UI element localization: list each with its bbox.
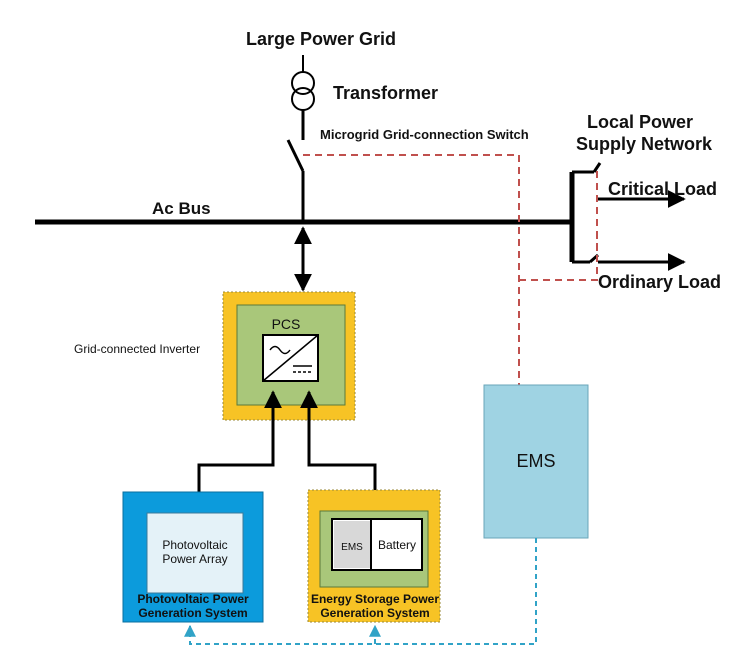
ess-system-label-line1: Energy Storage Power bbox=[311, 592, 439, 606]
ac-bus-label: Ac Bus bbox=[152, 199, 211, 218]
grid-switch-icon bbox=[286, 139, 305, 222]
ems-block: EMS bbox=[483, 384, 589, 539]
battery-label: Battery bbox=[378, 538, 416, 552]
pv-system-label-line2: Generation System bbox=[138, 606, 247, 620]
ems-control-lines bbox=[303, 154, 598, 385]
inverter-icon bbox=[262, 334, 319, 382]
pcs-block: PCS bbox=[222, 291, 356, 421]
transformer-label: Transformer bbox=[333, 83, 438, 103]
pcs-pv-connection bbox=[197, 390, 282, 502]
load-feeders bbox=[569, 162, 686, 271]
grid-switch-label: Microgrid Grid-connection Switch bbox=[320, 127, 529, 142]
ess-block: EMS Battery Energy Storage Power Generat… bbox=[307, 489, 441, 623]
ess-system-label-line2: Generation System bbox=[320, 606, 429, 620]
local-network-label-line1: Local Power bbox=[587, 112, 693, 132]
pv-system-label-line1: Photovoltaic Power bbox=[137, 592, 249, 606]
pv-system-block: Photovoltaic Power Array Photovoltaic Po… bbox=[122, 491, 264, 623]
pv-array-label-line1: Photovoltaic bbox=[162, 538, 227, 552]
critical-load-label: Critical Load bbox=[608, 179, 717, 199]
pv-array-label-line2: Power Array bbox=[162, 552, 227, 566]
ems-label: EMS bbox=[516, 451, 555, 471]
ems-communication-lines bbox=[184, 538, 537, 645]
ess-ems-label: EMS bbox=[341, 542, 363, 553]
inverter-label: Grid-connected Inverter bbox=[74, 342, 200, 356]
local-network-label-line2: Supply Network bbox=[576, 134, 713, 154]
pcs-label: PCS bbox=[272, 316, 301, 332]
ordinary-load-label: Ordinary Load bbox=[598, 272, 721, 292]
large-power-grid-label: Large Power Grid bbox=[246, 29, 396, 49]
pcs-ess-connection bbox=[300, 390, 384, 514]
transformer-icon bbox=[291, 55, 315, 140]
